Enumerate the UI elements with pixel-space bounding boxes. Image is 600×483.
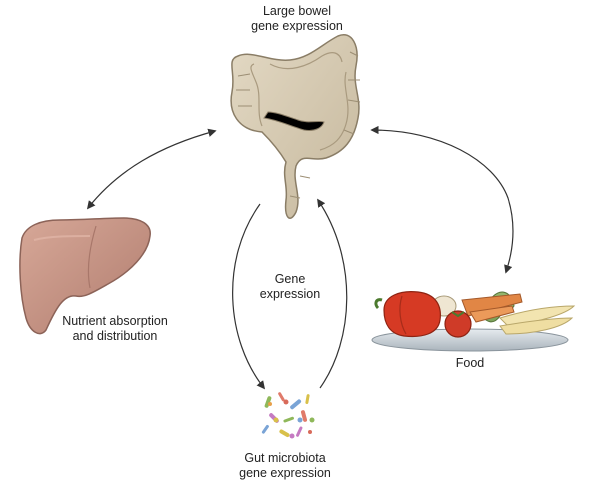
liver-icon — [19, 217, 151, 335]
large-bowel-label-line1: Large bowel — [262, 4, 332, 18]
gene-expression-label-line2: expression — [259, 287, 321, 301]
large-bowel-icon — [230, 34, 361, 219]
arrow-bowel-food — [370, 125, 514, 274]
microbiota-label-line2: gene expression — [239, 466, 331, 480]
nutrient-label: Nutrient absorption and distribution — [40, 314, 190, 344]
gene-expression-label-line1: Gene — [274, 272, 306, 286]
nutrient-label-line1: Nutrient absorption — [62, 314, 168, 328]
large-bowel-label-line2: gene expression — [251, 19, 343, 33]
arrow-bowel-liver — [86, 128, 217, 210]
food-label-text: Food — [455, 356, 485, 370]
microbiota-icon — [261, 392, 315, 439]
microbiota-label: Gut microbiota gene expression — [220, 451, 350, 481]
food-label: Food — [440, 356, 500, 371]
arrow-microbiota-bowel — [317, 198, 348, 389]
gene-expression-label: Gene expression — [240, 272, 340, 302]
arrow-bowel-microbiota — [232, 203, 266, 390]
microbiota-label-line1: Gut microbiota — [244, 451, 326, 465]
food-plate-icon — [371, 291, 576, 352]
nutrient-label-line2: and distribution — [72, 329, 158, 343]
large-bowel-label: Large bowel gene expression — [232, 4, 362, 34]
